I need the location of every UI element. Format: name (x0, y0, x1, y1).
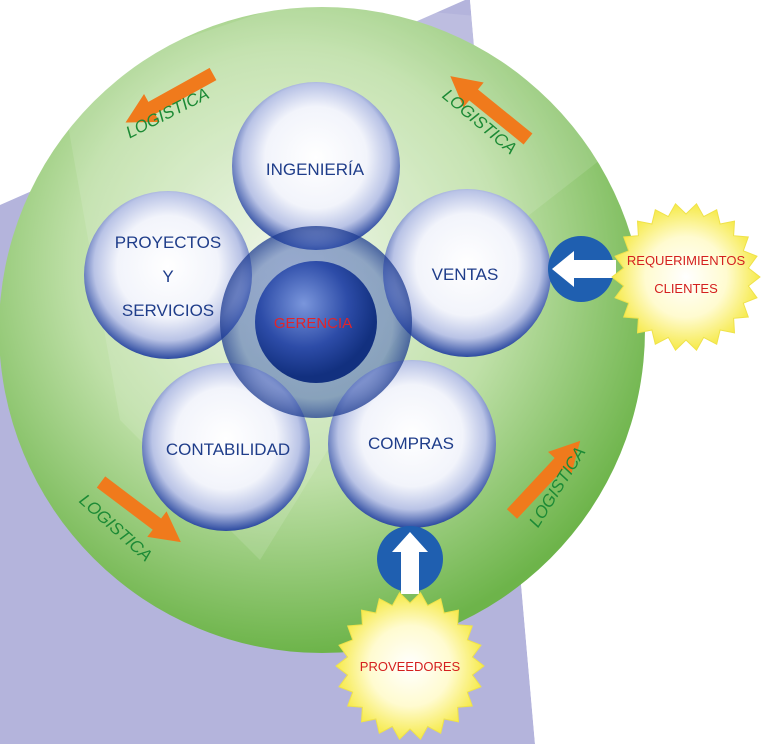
center-core[interactable] (255, 261, 377, 383)
label-ingenieria: INGENIERÍA (266, 160, 365, 179)
petal-compras[interactable] (328, 360, 496, 528)
label-clientes: CLIENTES (654, 281, 718, 296)
sunburst-shape (611, 202, 761, 352)
clientes-burst[interactable] (611, 202, 761, 352)
proveedores-input-arrow (377, 526, 443, 594)
petal-ingenieria[interactable] (232, 82, 400, 250)
sunburst-shape (335, 591, 485, 741)
arrow-up-icon (392, 532, 428, 594)
label-gerencia: GERENCIA (274, 315, 352, 332)
label-contabilidad: CONTABILIDAD (166, 440, 290, 459)
proveedores-burst[interactable] (335, 591, 485, 741)
logistics-arrow-top-left (125, 67, 217, 123)
clientes-input-arrow (548, 236, 616, 302)
arrow-left-icon (552, 251, 616, 287)
logistics-arrows (96, 67, 581, 543)
label-proyectos-line3: SERVICIOS (122, 301, 214, 320)
petal-proyectos[interactable] (84, 191, 252, 359)
logistics-arrow-top-right (450, 76, 533, 145)
label-compras: COMPRAS (368, 434, 454, 453)
logistics-arrow-bottom-right (506, 440, 581, 519)
label-proyectos-line1: PROYECTOS (115, 233, 221, 252)
petal-ventas[interactable] (383, 189, 551, 357)
label-requerimientos: REQUERIMIENTOS (627, 253, 746, 268)
label-proyectos-line2: Y (162, 267, 173, 286)
label-proveedores: PROVEEDORES (360, 659, 461, 674)
label-ventas: VENTAS (432, 265, 499, 284)
logistics-arrow-bottom-left (96, 476, 181, 543)
